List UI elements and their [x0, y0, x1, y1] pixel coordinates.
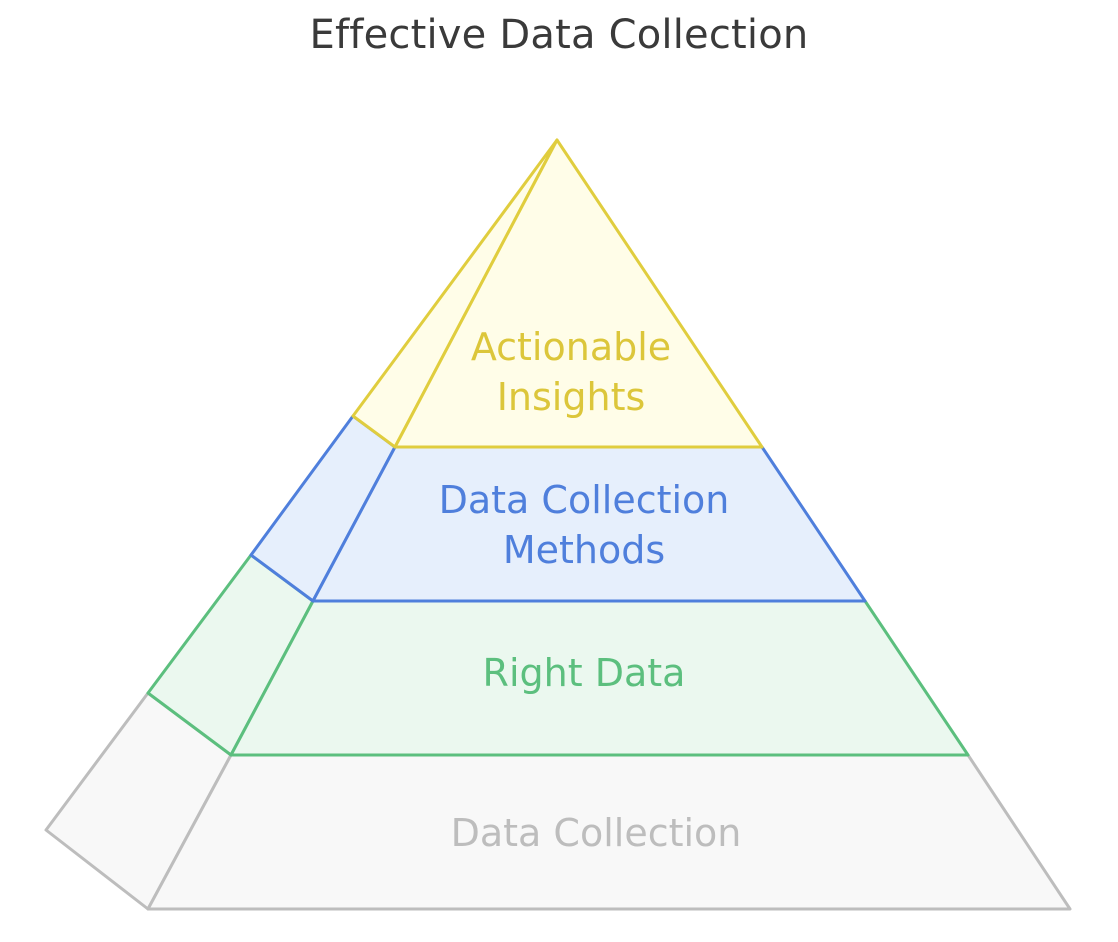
tier-data-collection: Data Collection	[44, 691, 1072, 911]
tier-data-collection-methods-label-line1: Data Collection	[439, 478, 730, 522]
tier-right-data: Right Data	[146, 553, 970, 757]
tier-data-collection-methods-front	[311, 445, 867, 603]
tier-right-data-label: Right Data	[483, 651, 686, 695]
page-title: Effective Data Collection	[309, 12, 809, 58]
tier-actionable-insights: Actionable Insights	[351, 138, 764, 449]
tier-actionable-insights-label-line1: Actionable	[471, 325, 671, 369]
tier-data-collection-methods-label-line2: Methods	[503, 528, 665, 572]
tier-data-collection-methods: Data Collection Methods	[249, 414, 867, 603]
tier-actionable-insights-front	[393, 138, 764, 449]
tier-data-collection-label: Data Collection	[451, 811, 742, 855]
tier-actionable-insights-label-line2: Insights	[497, 375, 646, 419]
